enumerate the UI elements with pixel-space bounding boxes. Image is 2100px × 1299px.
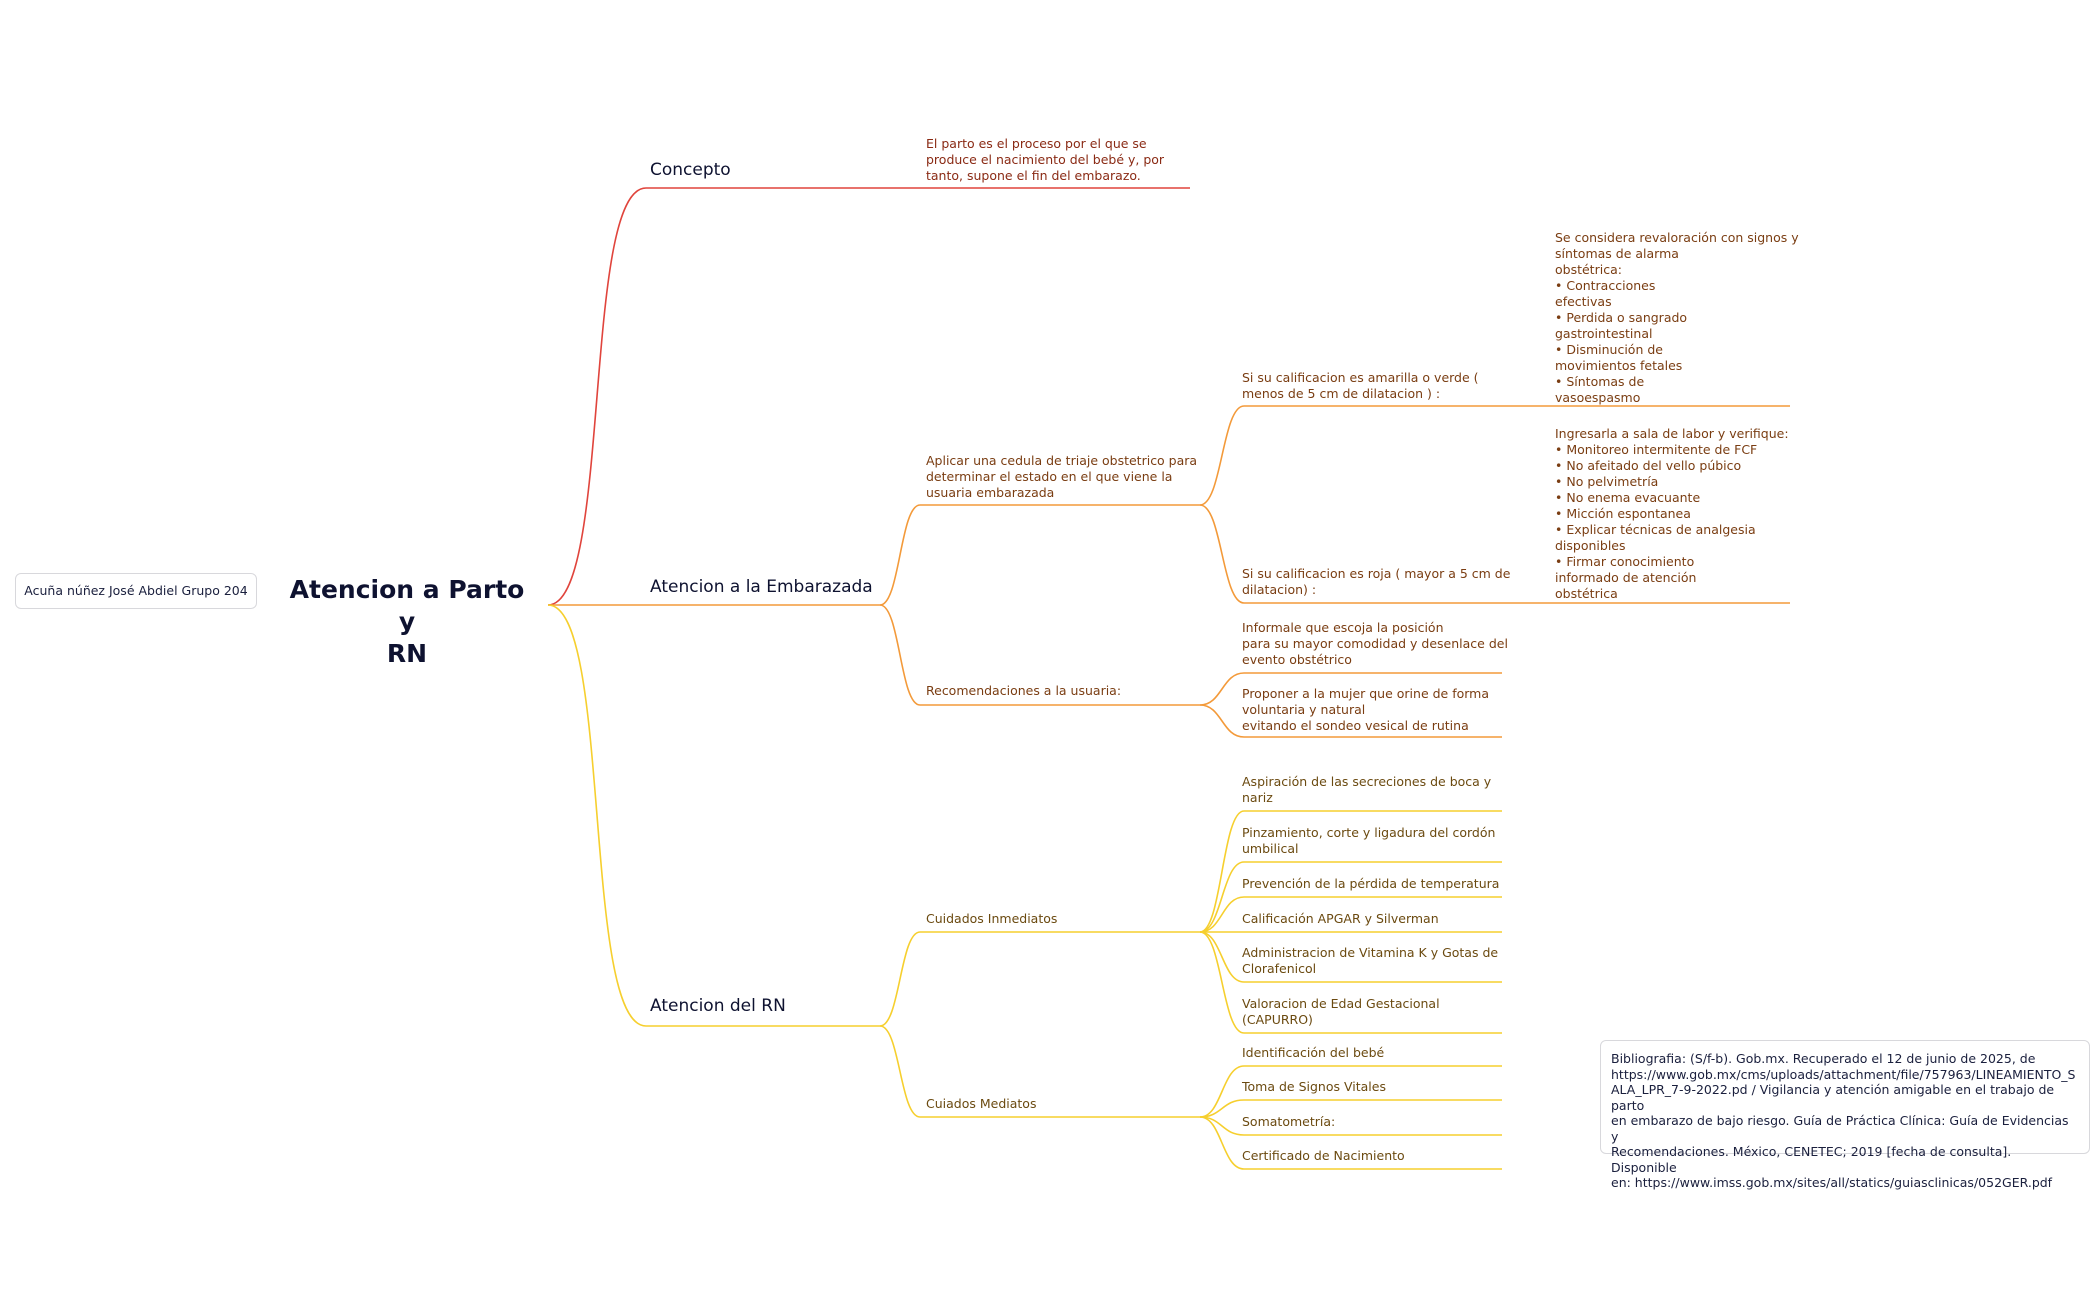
connectors-mediatos-items (1199, 1065, 1502, 1170)
inmediato-item[interactable]: Valoracion de Edad Gestacional (CAPURRO) (1242, 996, 1440, 1027)
branch-concepto[interactable]: Concepto (650, 160, 731, 180)
inmediato-item[interactable]: Pinzamiento, corte y ligadura del cordón… (1242, 825, 1496, 856)
connector-rec-1 (1199, 672, 1502, 706)
concepto-definition[interactable]: El parto es el proceso por el que se pro… (926, 136, 1165, 183)
cuidados-inmediatos-node[interactable]: Cuidados Inmediatos (926, 911, 1058, 926)
connector-recomendaciones (879, 604, 1200, 706)
author-label[interactable]: Acuña núñez José Abdiel Grupo 204 (15, 573, 257, 609)
connector-triaje (879, 504, 1200, 606)
inmediato-item[interactable]: Aspiración de las secreciones de boca y … (1242, 774, 1492, 805)
central-topic[interactable]: Atencion a Parto y RN (289, 575, 525, 668)
connector-rn (547, 604, 880, 1027)
branch-rn[interactable]: Atencion del RN (650, 996, 786, 1016)
roja-detail-node[interactable]: Ingresarla a sala de labor y verifique: … (1555, 426, 1789, 601)
mediato-item[interactable]: Somatometría: (1242, 1114, 1336, 1129)
cuidados-mediatos-node[interactable]: Cuiados Mediatos (926, 1096, 1037, 1111)
mediato-item[interactable]: Certificado de Nacimiento (1242, 1148, 1405, 1163)
branch-embarazada[interactable]: Atencion a la Embarazada (650, 577, 873, 597)
calificacion-amarilla-node[interactable]: Si su calificacion es amarilla o verde (… (1242, 370, 1479, 401)
connector-mediatos (879, 1025, 1200, 1118)
connector-amarilla (1199, 405, 1790, 506)
connector-inmediatos (879, 931, 1200, 1027)
recomendacion-orinar[interactable]: Proponer a la mujer que orine de forma v… (1242, 686, 1490, 733)
inmediato-item[interactable]: Calificación APGAR y Silverman (1242, 911, 1439, 926)
inmediato-item[interactable]: Prevención de la pérdida de temperatura (1242, 876, 1500, 891)
triaje-node[interactable]: Aplicar una cedula de triaje obstetrico … (926, 453, 1198, 500)
recomendaciones-node[interactable]: Recomendaciones a la usuaria: (926, 683, 1122, 698)
recomendacion-posicion[interactable]: Informale que escoja la posición para su… (1242, 620, 1508, 667)
amarilla-detail-node[interactable]: Se considera revaloración con signos y s… (1555, 230, 1799, 405)
connectors-inmediatos-items (1199, 810, 1502, 1034)
connector-rec-2 (1199, 704, 1502, 738)
mediato-item[interactable]: Toma de Signos Vitales (1242, 1079, 1386, 1094)
connector-concepto (547, 187, 1190, 606)
calificacion-roja-node[interactable]: Si su calificacion es roja ( mayor a 5 c… (1242, 566, 1511, 597)
connector-roja (1199, 504, 1790, 604)
mediato-item[interactable]: Identificación del bebé (1242, 1045, 1385, 1060)
bibliography-note[interactable]: Bibliografia: (S/f-b). Gob.mx. Recuperad… (1600, 1040, 2090, 1190)
inmediato-item[interactable]: Administracion de Vitamina K y Gotas de … (1242, 945, 1499, 976)
